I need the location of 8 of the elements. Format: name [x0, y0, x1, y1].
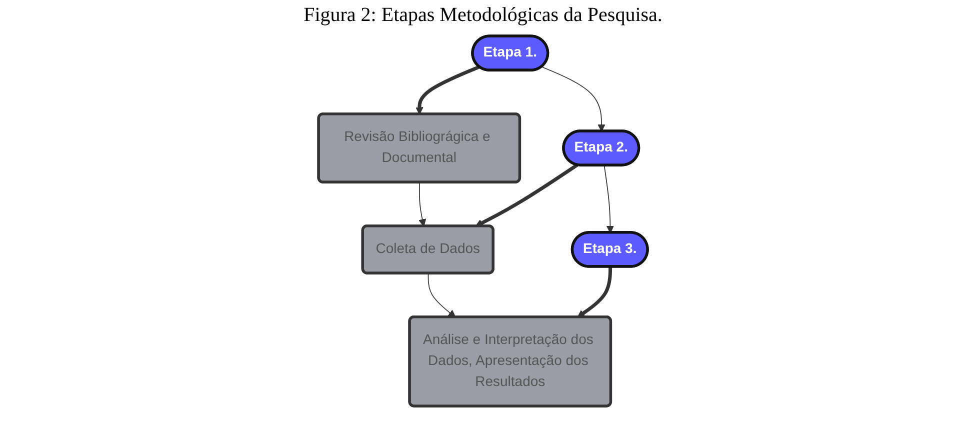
arrow: [577, 266, 612, 318]
arrow: [541, 66, 606, 132]
figure-title: Figura 2: Etapas Metodológicas da Pesquisa.: [302, 4, 664, 27]
arrow: [416, 65, 480, 115]
arrow: [428, 273, 456, 318]
arrow: [475, 164, 578, 227]
arrow: [418, 182, 426, 227]
arrow: [604, 165, 614, 234]
